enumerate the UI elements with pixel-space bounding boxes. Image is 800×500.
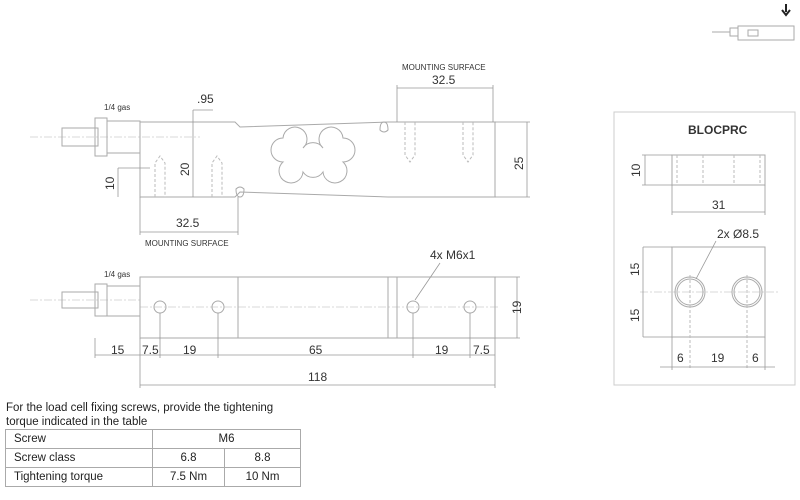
block-dim-15-top: 15 <box>628 262 642 276</box>
dim-095: .95 <box>197 92 214 106</box>
gas-label-top: 1/4 gas <box>104 103 130 112</box>
block-dim-15-bottom: 15 <box>628 308 642 322</box>
gas-label-bottom: 1/4 gas <box>104 270 130 279</box>
block-dim-6-right: 6 <box>752 351 759 365</box>
flexure-cutout <box>270 126 356 184</box>
block-dim-31: 31 <box>712 198 726 212</box>
dim-19-right: 19 <box>435 343 449 357</box>
cell: 7.5 Nm <box>152 467 225 487</box>
dim-7-5-right: 7.5 <box>473 343 490 357</box>
dim-10: 10 <box>103 176 117 190</box>
torque-table: Screw M6 Screw class 6.8 8.8 Tightening … <box>5 429 301 487</box>
table-row: Tightening torque 7.5 Nm 10 Nm <box>5 467 301 487</box>
dim-mount-left: 32.5 <box>176 216 200 230</box>
table-row: Screw M6 <box>5 429 301 449</box>
holes-label: 2x Ø8.5 <box>717 227 759 241</box>
dim-7-5-left: 7.5 <box>142 343 159 357</box>
cell: 8.8 <box>224 448 301 468</box>
table-row: Screw class 6.8 8.8 <box>5 448 301 468</box>
cell: 6.8 <box>152 448 225 468</box>
block-dim-6-left: 6 <box>677 351 684 365</box>
dim-mount-right: 32.5 <box>432 73 456 87</box>
orientation-thumbnail <box>712 4 795 41</box>
block-panel: BLOCPRC 10 31 2x Ø8.5 15 15 6 19 6 <box>613 111 796 386</box>
dim-19-vertical: 19 <box>510 300 524 314</box>
cell: 10 Nm <box>224 467 301 487</box>
block-dim-19: 19 <box>711 351 725 365</box>
row-label: Screw <box>5 429 153 449</box>
cell: M6 <box>152 429 301 449</box>
torque-note: For the load cell fixing screws, provide… <box>6 402 274 428</box>
dim-20: 20 <box>178 162 192 176</box>
bottom-view: 1/4 gas 4x M6x1 19 15 7.5 19 65 19 7.5 1… <box>30 248 524 388</box>
dim-65: 65 <box>309 343 323 357</box>
mounting-surface-right: MOUNTING SURFACE <box>402 63 486 72</box>
mounting-surface-left: MOUNTING SURFACE <box>145 239 229 248</box>
row-label: Screw class <box>5 448 153 468</box>
block-dim-10: 10 <box>629 163 643 177</box>
dim-19-left: 19 <box>183 343 197 357</box>
row-label: Tightening torque <box>5 467 153 487</box>
thread-label: 4x M6x1 <box>430 248 476 262</box>
block-title: BLOCPRC <box>688 123 748 137</box>
dim-118: 118 <box>308 370 327 384</box>
dim-15: 15 <box>111 343 125 357</box>
load-arrow-icon <box>781 4 791 17</box>
side-view: 1/4 gas .95 20 10 32.5 MOUNTING SURFACE … <box>30 63 530 248</box>
dim-25: 25 <box>512 156 526 170</box>
